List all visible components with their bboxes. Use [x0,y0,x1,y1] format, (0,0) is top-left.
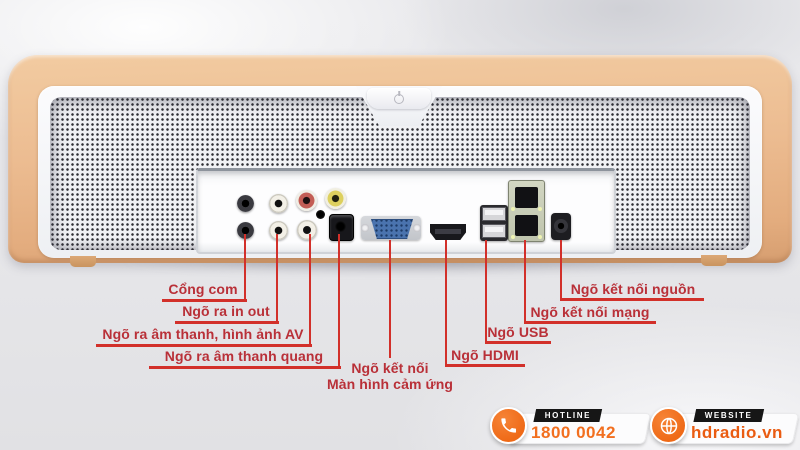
rear-port-panel [196,168,616,254]
annotation-label: Ngõ ra in out [182,303,270,319]
device-foot-right [701,255,727,266]
underline [445,364,525,367]
hotline-pill: HOTLINE 1800 0042 [508,409,652,444]
underline [96,344,312,347]
hdmi-port [430,224,466,240]
vga-port [361,216,421,240]
annotation-label: Ngõ HDMI [451,347,519,363]
hotline-number-text: 1800 0042 [531,423,616,442]
phone-icon-circle [490,407,527,444]
usb-ports [480,205,508,241]
annotation-label: Ngõ USB [487,324,549,340]
globe-icon-circle [650,407,687,444]
usb-port-2 [482,224,506,238]
rca-av-yellow-port [325,188,346,209]
com-jack-port-2 [237,222,254,239]
website-tag-label: WEBSITE [704,411,753,420]
phone-icon [501,418,517,433]
website-tag: WEBSITE [693,409,764,422]
website-badge: WEBSITE hdradio.vn [650,404,800,448]
optical-audio-port [329,214,354,241]
underline [485,341,551,344]
annotation-label: Ngõ ra âm thanh quang [164,348,324,364]
hotline-number: 1800 0042 [529,423,618,443]
hotline-tag: HOTLINE [533,409,603,422]
vga-connector [371,219,413,239]
hotline-tag-label: HOTLINE [544,411,592,420]
hotline-badge: HOTLINE 1800 0042 [490,404,652,448]
power-button [367,88,431,109]
vga-screw-left [361,224,369,232]
small-knob [316,210,325,219]
globe-icon [660,417,677,434]
device-foot-left [70,256,96,267]
annotation-label: Ngõ ra âm thanh, hình ảnh AV [102,326,304,342]
power-icon [394,93,404,104]
underline [175,321,279,324]
com-jack-port-1 [237,195,254,212]
usb-port-1 [482,207,506,221]
power-jack-port [551,213,571,240]
website-url-text: hdradio.vn [691,423,783,442]
rca-in-out-port-1 [269,194,288,213]
ethernet-ports [508,180,545,242]
vga-screw-right [413,224,421,232]
ethernet-port-1 [511,187,542,211]
underline [149,366,341,369]
underline [524,321,656,324]
ethernet-port-2 [511,215,542,239]
annotation-label-line2: Màn hình cảm ứng [326,376,454,392]
underline [162,299,247,302]
rca-av-white-port [297,220,317,240]
rca-in-out-port-2 [269,221,288,240]
annotation-label: Ngõ kết nối mạng [530,304,650,320]
rca-av-red-port [296,190,317,211]
website-pill: WEBSITE hdradio.vn [668,409,800,444]
annotation-label: Ngõ kết nối nguồn [570,281,696,297]
underline [560,298,704,301]
website-url: hdradio.vn [689,423,785,443]
annotation-label-line1: Ngõ kết nối [351,360,429,376]
annotation-label: Cổng com [168,281,238,297]
